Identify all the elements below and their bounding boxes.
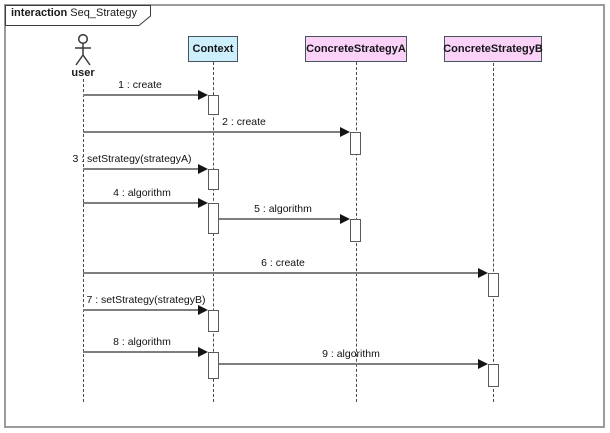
- message-line-7: [83, 309, 200, 311]
- message-line-4: [83, 202, 200, 204]
- message-arrowhead-8: [198, 347, 208, 357]
- activation-bar-strategyB-8: [488, 364, 499, 387]
- activation-bar-context-3: [208, 203, 219, 234]
- pentagon-outline-icon: [5, 5, 151, 26]
- activation-bar-context-6: [208, 310, 219, 332]
- lifeline-user: [82, 79, 84, 402]
- message-label-2: 2 : create: [222, 116, 266, 128]
- message-label-8: 8 : algorithm: [113, 336, 171, 348]
- message-arrowhead-6: [478, 268, 488, 278]
- diagram-layer: user Context ConcreteStrategyA ConcreteStra…: [6, 6, 603, 426]
- message-line-8: [83, 351, 200, 353]
- message-line-1: [83, 94, 200, 96]
- message-label-7: 7 : setStrategy(strategyB): [86, 294, 206, 306]
- lifeline-head-strategyB: ConcreteStrategyB: [443, 36, 543, 62]
- actor-figure-icon: [72, 33, 94, 73]
- message-arrowhead-5: [340, 214, 350, 224]
- message-line-2: [83, 131, 342, 133]
- activation-bar-strategyA-4: [350, 219, 361, 242]
- message-arrowhead-1: [198, 90, 208, 100]
- message-label-4: 4 : algorithm: [113, 187, 171, 199]
- frame-keyword: interaction: [11, 7, 68, 19]
- lifeline-head-context: Context: [188, 36, 238, 62]
- message-arrowhead-3: [198, 164, 208, 174]
- interaction-frame: interaction Seq_Strategy user Context Conc…: [4, 4, 605, 428]
- message-arrowhead-9: [478, 359, 488, 369]
- activation-bar-strategyB-5: [488, 273, 499, 297]
- message-label-6: 6 : create: [261, 257, 305, 269]
- message-arrowhead-4: [198, 198, 208, 208]
- lifeline-head-strategyA: ConcreteStrategyA: [305, 36, 407, 62]
- message-line-9: [219, 363, 480, 365]
- message-label-1: 1 : create: [118, 79, 162, 91]
- frame-name: Seq_Strategy: [70, 7, 137, 19]
- message-label-5: 5 : algorithm: [254, 203, 312, 215]
- message-line-3: [83, 168, 200, 170]
- activation-bar-context-7: [208, 352, 219, 379]
- activation-bar-strategyA-1: [350, 132, 361, 155]
- message-line-5: [219, 218, 342, 220]
- frame-name-pentagon: interaction Seq_Strategy: [5, 5, 155, 26]
- lifeline-strategyB: [492, 63, 494, 402]
- message-label-9: 9 : algorithm: [322, 348, 380, 360]
- frame-title: interaction Seq_Strategy: [11, 7, 137, 19]
- activation-bar-context-0: [208, 95, 219, 115]
- message-label-3: 3 : setStrategy(strategyA): [72, 153, 192, 165]
- message-line-6: [83, 272, 480, 274]
- actor-label-user: user: [71, 67, 95, 79]
- activation-bar-context-2: [208, 169, 219, 190]
- message-arrowhead-7: [198, 305, 208, 315]
- message-arrowhead-2: [340, 127, 350, 137]
